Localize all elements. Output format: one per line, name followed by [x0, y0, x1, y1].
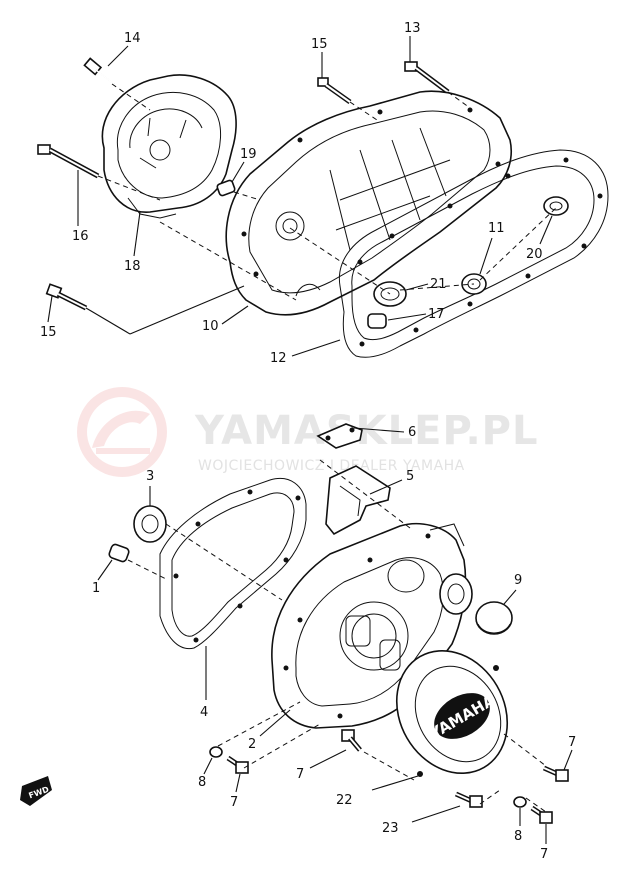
label-22: 22 [336, 793, 353, 808]
watermark: YAMASKLEP.PL WOJCIECHOWICZ I DEALER YAMA… [77, 387, 538, 477]
gasket-12 [338, 149, 609, 358]
label-5: 5 [406, 469, 414, 484]
label-1: 1 [92, 581, 100, 596]
yamaha-cover-22: YAMAHA [395, 649, 509, 777]
label-8-right: 8 [514, 829, 522, 844]
label-23: 23 [382, 821, 399, 836]
label-17: 17 [428, 307, 445, 322]
watermark-subtitle: WOJCIECHOWICZ I DEALER YAMAHA [198, 458, 465, 474]
label-4: 4 [200, 705, 208, 720]
label-16: 16 [72, 229, 89, 244]
label-7-bottom-right: 7 [540, 847, 548, 862]
gasket-4 [159, 478, 307, 650]
bolt-7-right [542, 765, 569, 782]
fwd-direction-marker: FWD [20, 776, 52, 806]
cap-9 [475, 601, 513, 635]
bolt-14 [83, 57, 115, 85]
bolt-15-top [317, 77, 352, 105]
label-15-bottom: 15 [40, 325, 57, 340]
label-15-top: 15 [311, 37, 328, 52]
label-7-bottom-left: 7 [230, 795, 238, 810]
label-10: 10 [202, 319, 219, 334]
bolt-15-bottom [45, 283, 88, 311]
label-8-left: 8 [198, 775, 206, 790]
bolt-16 [37, 144, 100, 179]
plate-6 [316, 423, 363, 449]
oil-seal-3 [133, 505, 167, 543]
washer-8-right [513, 796, 527, 808]
crankcase-cover-10 [225, 90, 512, 316]
bolt-7-bottom-left [226, 755, 249, 774]
label-6: 6 [408, 425, 416, 440]
label-21: 21 [430, 277, 447, 292]
label-9: 9 [514, 573, 522, 588]
oil-seal-20 [543, 196, 569, 216]
label-18: 18 [124, 259, 141, 274]
watermark-logo-icon [77, 387, 167, 477]
bolt-13 [404, 61, 450, 94]
dowel-17 [367, 313, 387, 329]
bracket-5 [325, 465, 391, 536]
label-19: 19 [240, 147, 257, 162]
label-7-right: 7 [568, 735, 576, 750]
bolt-23 [454, 791, 483, 808]
label-3: 3 [146, 469, 154, 484]
washer-8-left [209, 746, 223, 758]
bolt-7-bottom-right [530, 805, 553, 824]
label-7-middle: 7 [296, 767, 304, 782]
label-2: 2 [248, 737, 256, 752]
watermark-title: YAMASKLEP.PL [194, 408, 538, 454]
label-20: 20 [526, 247, 543, 262]
dowel-1 [108, 543, 130, 563]
callout-labels: 14 15 13 19 16 18 11 20 21 15 17 10 12 6… [40, 21, 576, 862]
upper-alignment-lines [85, 83, 557, 335]
bolt-7-middle [341, 729, 362, 752]
label-13: 13 [404, 21, 421, 36]
label-11: 11 [488, 221, 505, 236]
clutch-cover-housing [101, 74, 237, 219]
lower-alignment-lines [127, 427, 547, 823]
dowel-19 [216, 179, 236, 197]
label-12: 12 [270, 351, 287, 366]
label-14: 14 [124, 31, 141, 46]
